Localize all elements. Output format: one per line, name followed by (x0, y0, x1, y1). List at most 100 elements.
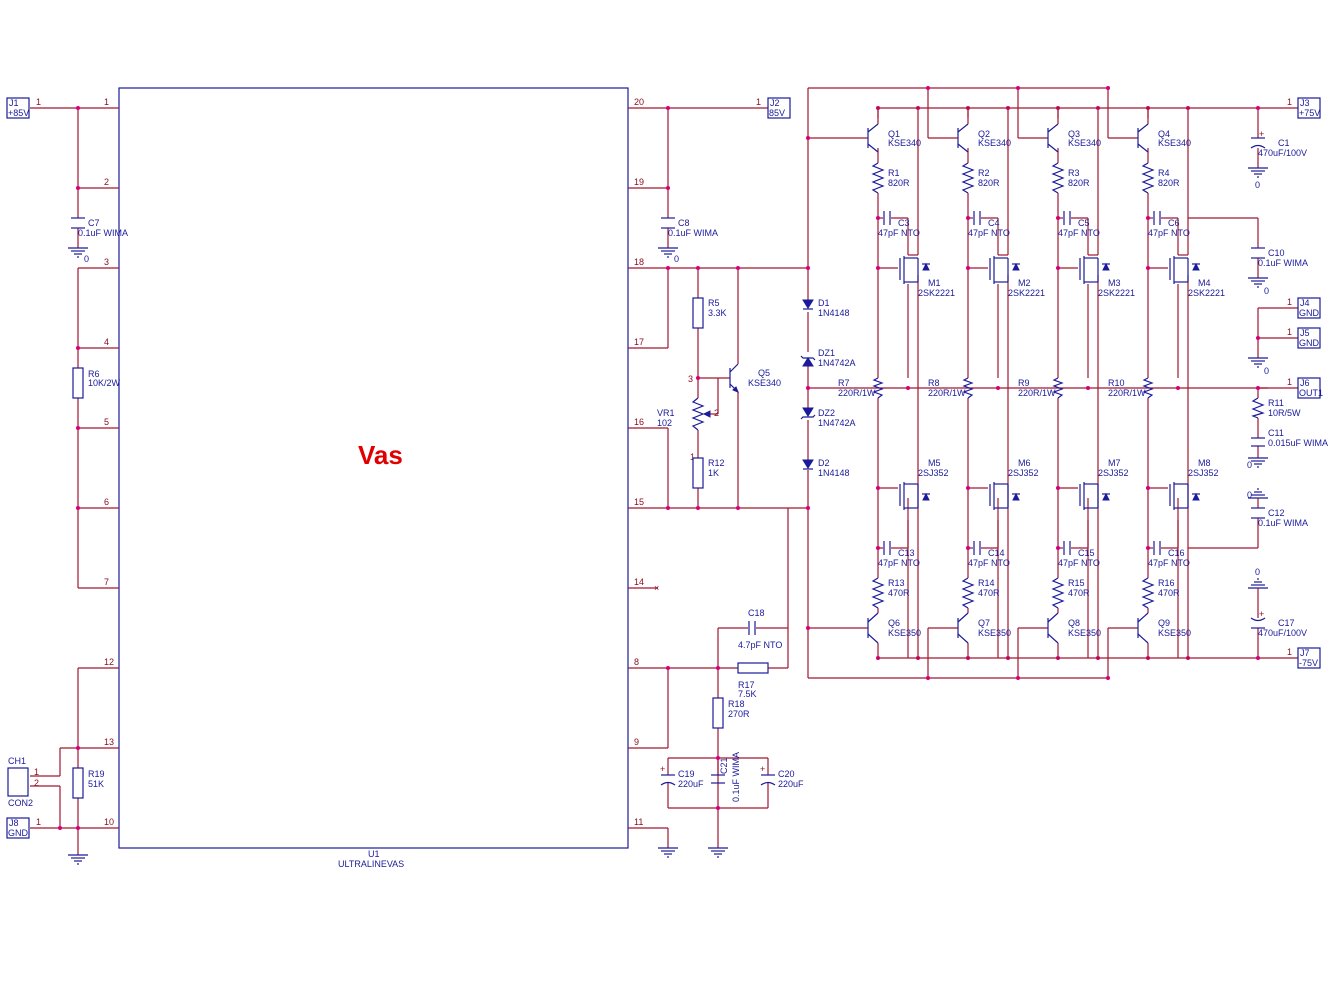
top-capacitor-ref: C3 (898, 218, 910, 228)
u1-right-pin-label: 16 (634, 417, 644, 427)
svg-text:0.1uF WIMA: 0.1uF WIMA (731, 752, 741, 802)
svg-text:1: 1 (36, 817, 41, 827)
u1-left-pin-label: 2 (104, 177, 109, 187)
u1-block (118, 87, 629, 849)
r18-resistor: R18 270R (712, 697, 750, 729)
top-capacitor-ref: C4 (988, 218, 1000, 228)
svg-text:+85V: +85V (8, 108, 29, 118)
ground-symbol: 0 (1248, 277, 1269, 296)
top-mosfet-ref: M2 (1018, 278, 1031, 288)
u1-right-pin-label: 11 (634, 817, 643, 827)
u1-left-pin-label: 13 (104, 737, 114, 747)
svg-text:0: 0 (1247, 460, 1252, 470)
bottom-mosfet-value: 2SJ352 (1008, 468, 1039, 478)
svg-text:C12: C12 (1268, 508, 1285, 518)
svg-text:4.7pF NTO: 4.7pF NTO (738, 640, 782, 650)
u1-right-pin-label: 18 (634, 257, 644, 267)
svg-text:2: 2 (34, 778, 39, 788)
svg-text:1: 1 (34, 767, 39, 777)
ground-symbol: 0 (1248, 167, 1268, 190)
u1-right-pin-label: 20 (634, 97, 644, 107)
svg-text:10R/5W: 10R/5W (1268, 408, 1301, 418)
bottom-driver-value: KSE350 (1068, 628, 1101, 638)
bottom-resistor-ref: R13 (888, 578, 905, 588)
ground-symbol: 0 (1247, 488, 1268, 508)
ground-symbol: 0 (68, 247, 89, 264)
bottom-driver-ref: Q9 (1158, 618, 1170, 628)
svg-text:0: 0 (1264, 366, 1269, 376)
top-driver-value: KSE340 (978, 138, 1011, 148)
u1-left-pin-label: 4 (104, 337, 109, 347)
bottom-resistor-value: 470R (1158, 588, 1180, 598)
svg-text:0.015uF WIMA: 0.015uF WIMA (1268, 438, 1328, 448)
rail-junctions (1256, 106, 1260, 660)
top-resistor-value: 820R (1158, 178, 1180, 188)
svg-text:+: + (660, 764, 665, 774)
c18-capacitor: C18 4.7pF NTO (738, 608, 782, 650)
bottom-capacitor-value: 47pF NTO (1058, 558, 1100, 568)
svg-text:7.5K: 7.5K (738, 689, 757, 699)
bottom-mosfet-ref: M8 (1198, 458, 1211, 468)
c1-capacitor: + C1 470uF/100V (1250, 129, 1307, 158)
output-resistor-value: 220R/1W (838, 388, 876, 398)
svg-text:0: 0 (674, 254, 679, 264)
ground-symbol: 0 (1248, 567, 1268, 618)
svg-text:1: 1 (1287, 647, 1292, 657)
svg-text:C10: C10 (1268, 248, 1285, 258)
c20-capacitor: + C20 220uF (760, 764, 804, 789)
bottom-driver-ref: Q8 (1068, 618, 1080, 628)
top-mosfet-value: 2SK2221 (1188, 288, 1225, 298)
svg-text:OUT1: OUT1 (1299, 388, 1323, 398)
svg-text:R19: R19 (88, 769, 105, 779)
svg-text:1: 1 (1287, 97, 1292, 107)
u1-left-pin-label: 5 (104, 417, 109, 427)
svg-text:1: 1 (690, 452, 695, 462)
r6-resistor: R6 10K/2W (72, 367, 121, 399)
c19-capacitor: + C19 220uF (660, 764, 704, 789)
svg-text:J4: J4 (1300, 298, 1310, 308)
top-driver-value: KSE340 (1068, 138, 1101, 148)
svg-text:1N4148: 1N4148 (818, 308, 850, 318)
svg-text:C11: C11 (1268, 428, 1284, 438)
svg-text:220uF: 220uF (778, 779, 804, 789)
u1-right-pin-label: 8 (634, 657, 639, 667)
r19-resistor: R19 51K (72, 767, 105, 799)
u1-ref: U1 (368, 849, 380, 859)
svg-text:3: 3 (688, 374, 693, 384)
svg-text:C21: C21 (719, 757, 729, 774)
bottom-capacitor-value: 47pF NTO (968, 558, 1010, 568)
top-resistor-ref: R1 (888, 168, 900, 178)
c8-capacitor: C8 0.1uF WIMA (661, 217, 718, 238)
ground-symbol (68, 854, 88, 865)
svg-text:R5: R5 (708, 298, 720, 308)
svg-text:J5: J5 (1300, 328, 1310, 338)
bottom-driver-value: KSE350 (978, 628, 1011, 638)
svg-text:1N4148: 1N4148 (818, 468, 850, 478)
svg-text:J6: J6 (1300, 378, 1310, 388)
svg-text:10K/2W: 10K/2W (88, 378, 121, 388)
c21-capacitor: C21 0.1uF WIMA (711, 752, 741, 802)
c17-capacitor: + C17 470uF/100V (1250, 609, 1307, 638)
svg-text:1: 1 (1287, 297, 1292, 307)
u1-left-pin-label: 12 (104, 657, 114, 667)
bottom-mosfet-value: 2SJ352 (918, 468, 949, 478)
